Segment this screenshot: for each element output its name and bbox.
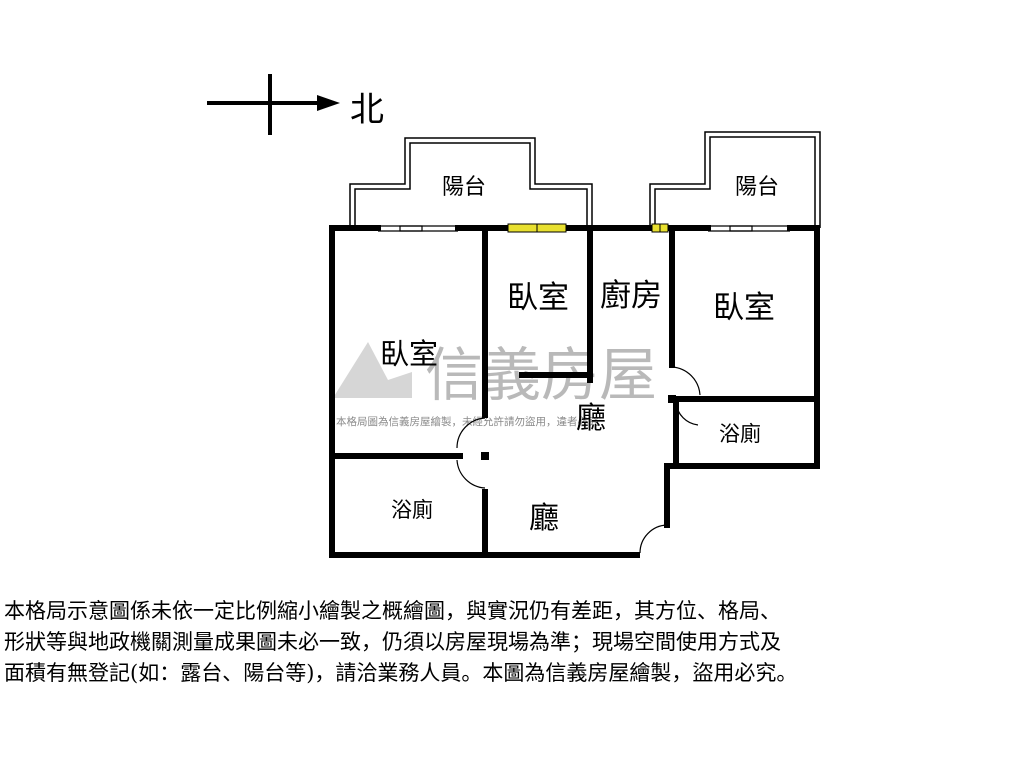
disclaimer-line: 形狀等與地政機關測量成果圖未必一致，仍須以房屋現場為準；現場空間使用方式及 [4, 630, 781, 654]
disclaimer-line: 本格局示意圖係未依一定比例縮小繪製之概繪圖，與實況仍有差距，其方位、格局、 [4, 599, 781, 623]
bedroom-middle-label: 臥室 [507, 280, 569, 316]
floor-plan: 北 信義房屋 本格局圖為信義房屋繪製，未經允許請勿盜用，違者必究 [207, 74, 821, 558]
bedroom-left-label: 臥室 [380, 337, 438, 371]
bath-left-label: 浴廁 [391, 498, 433, 522]
sliding-doors [378, 225, 790, 232]
kitchen-label: 廚房 [600, 278, 662, 314]
watermark-logo-icon [333, 342, 412, 398]
bedroom-right-label: 臥室 [713, 290, 775, 326]
walls [329, 225, 820, 558]
bath-right-label: 浴廁 [719, 422, 761, 446]
balcony-left-label: 陽台 [442, 175, 486, 200]
windows [507, 223, 669, 233]
disclaimer-text: 本格局示意圖係未依一定比例縮小繪製之概繪圖，與實況仍有差距，其方位、格局、 形狀… [4, 596, 1022, 689]
balcony-right-label: 陽台 [735, 175, 779, 200]
living-lower-label: 廳 [529, 501, 559, 536]
balcony-right-outline [649, 131, 821, 228]
disclaimer-line: 面積有無登記(如：露台、陽台等)，請洽業務人員。本圖為信義房屋繪製，盜用必究。 [4, 661, 798, 685]
living-upper-label: 廳 [576, 401, 606, 436]
north-arrow-icon [207, 74, 340, 135]
north-label: 北 [350, 90, 384, 130]
door-swings [456, 366, 701, 554]
watermark-note: 本格局圖為信義房屋繪製，未經允許請勿盜用，違者必究 [336, 415, 599, 428]
balcony-left-outline [349, 137, 593, 228]
door-jambs [481, 395, 676, 460]
